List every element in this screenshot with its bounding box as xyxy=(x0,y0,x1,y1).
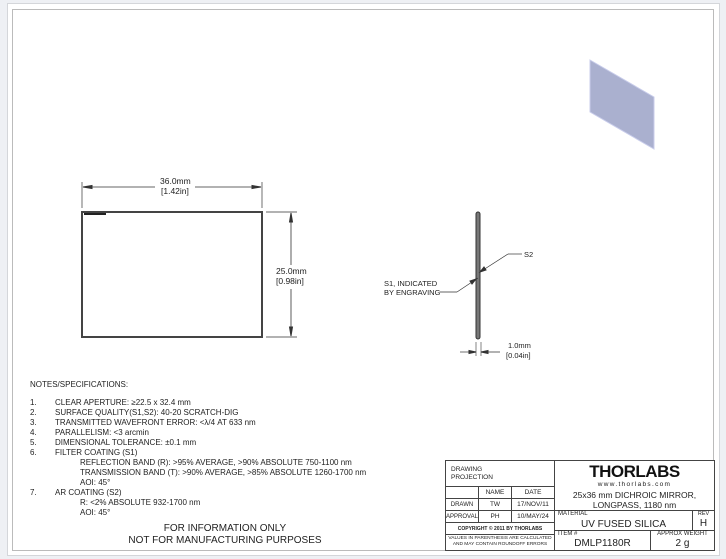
notes-heading: NOTES/SPECIFICATIONS: xyxy=(30,380,129,389)
drawn-date: 17/NOV/11 xyxy=(512,499,555,511)
thickness-dimension-in: [0.04in] xyxy=(506,351,531,360)
weight-cell: APPROX WEIGHT 2 g xyxy=(651,531,714,550)
note-text: PARALLELISM: <3 arcmin xyxy=(55,428,149,437)
website-url: www.thorlabs.com xyxy=(597,481,672,488)
projection-label-line1: DRAWING xyxy=(451,466,483,473)
drawn-label: DRAWN xyxy=(446,499,479,511)
note-text: AR COATING (S2) xyxy=(55,488,122,497)
height-dimension-in: [0.98in] xyxy=(276,276,304,286)
date-header: DATE xyxy=(512,487,555,499)
note-number: 4. xyxy=(30,428,37,437)
disclaimer: FOR INFORMATION ONLY NOT FOR MANUFACTURI… xyxy=(120,523,330,547)
height-dimension-mm: 25.0mm xyxy=(276,266,307,276)
note-text: DIMENSIONAL TOLERANCE: ±0.1 mm xyxy=(55,438,197,447)
drawn-name: TW xyxy=(479,499,512,511)
copyright: COPYRIGHT © 2011 BY THORLABS xyxy=(446,523,555,535)
rev-cell: REV H xyxy=(693,511,714,531)
material-label: MATERIAL xyxy=(558,511,588,517)
values-note: VALUES IN PARENTHESIS ARE CALCULATED AND… xyxy=(446,535,555,550)
projection-label-line2: PROJECTION xyxy=(451,474,493,481)
width-dimension-mm: 36.0mm xyxy=(160,176,191,186)
note-subtext: REFLECTION BAND (R): >95% AVERAGE, >90% … xyxy=(80,458,352,467)
item-number: DMLP1180R xyxy=(574,538,631,549)
drawing-border xyxy=(12,9,714,551)
note-number: 7. xyxy=(30,488,37,497)
approval-name: PH xyxy=(479,511,512,523)
logo-cell: THORLABS www.thorlabs.com xyxy=(555,461,714,489)
material-cell: MATERIAL UV FUSED SILICA xyxy=(555,511,693,531)
rev-value: H xyxy=(699,518,708,529)
side-view xyxy=(440,211,522,356)
item-label: ITEM # xyxy=(558,531,578,537)
rev-label: REV xyxy=(697,511,710,517)
front-view xyxy=(81,182,297,338)
isometric-mirror-view xyxy=(589,59,655,150)
note-subtext: TRANSMISSION BAND (T): >90% AVERAGE, >85… xyxy=(80,468,367,477)
note-subtext: R: <2% ABSOLUTE 932-1700 nm xyxy=(80,498,201,507)
s1-label-line1: S1, INDICATED xyxy=(384,279,438,288)
values-note-line1: VALUES IN PARENTHESIS ARE CALCULATED xyxy=(448,536,552,541)
approval-label: APPROVAL xyxy=(446,511,479,523)
title-block: DRAWING PROJECTION NAME DATE DRAWN TW 17… xyxy=(445,460,715,551)
note-subtext: AOI: 45° xyxy=(80,508,111,517)
note-text: CLEAR APERTURE: ≥22.5 x 32.4 mm xyxy=(55,398,191,407)
disclaimer-line2: NOT FOR MANUFACTURING PURPOSES xyxy=(128,535,322,546)
disclaimer-line1: FOR INFORMATION ONLY xyxy=(163,523,287,534)
thickness-dimension-mm: 1.0mm xyxy=(508,341,531,350)
blank-header-cell xyxy=(446,487,479,499)
note-number: 5. xyxy=(30,438,37,447)
description-cell: 25x36 mm DICHROIC MIRROR, LONGPASS, 1180… xyxy=(555,489,714,511)
approval-date: 10/MAY/24 xyxy=(512,511,555,523)
width-dimension-in: [1.42in] xyxy=(161,186,189,196)
note-subtext: AOI: 45° xyxy=(80,478,111,487)
note-text: TRANSMITTED WAVEFRONT ERROR: <λ/4 AT 633… xyxy=(55,418,256,427)
name-header: NAME xyxy=(479,487,512,499)
thorlabs-logo: THORLABS xyxy=(589,462,680,481)
description-line2: LONGPASS, 1180 nm xyxy=(592,500,677,510)
weight-label: APPROX WEIGHT xyxy=(657,531,708,537)
note-number: 1. xyxy=(30,398,37,407)
values-note-line2: AND MAY CONTAIN ROUNDOFF ERRORS xyxy=(452,542,548,547)
description-line1: 25x36 mm DICHROIC MIRROR, xyxy=(572,490,697,500)
note-number: 3. xyxy=(30,418,37,427)
s2-label: S2 xyxy=(524,250,534,259)
note-number: 2. xyxy=(30,408,37,417)
s1-label-line2: BY ENGRAVING xyxy=(384,288,441,297)
material-value: UV FUSED SILICA xyxy=(580,519,667,530)
note-text: SURFACE QUALITY(S1,S2): 40-20 SCRATCH-DI… xyxy=(55,408,239,417)
item-cell: ITEM # DMLP1180R xyxy=(555,531,651,550)
note-text: FILTER COATING (S1) xyxy=(55,448,138,457)
note-number: 6. xyxy=(30,448,37,457)
weight-value: 2 g xyxy=(675,538,690,549)
drawing-projection-cell: DRAWING PROJECTION xyxy=(446,461,555,487)
